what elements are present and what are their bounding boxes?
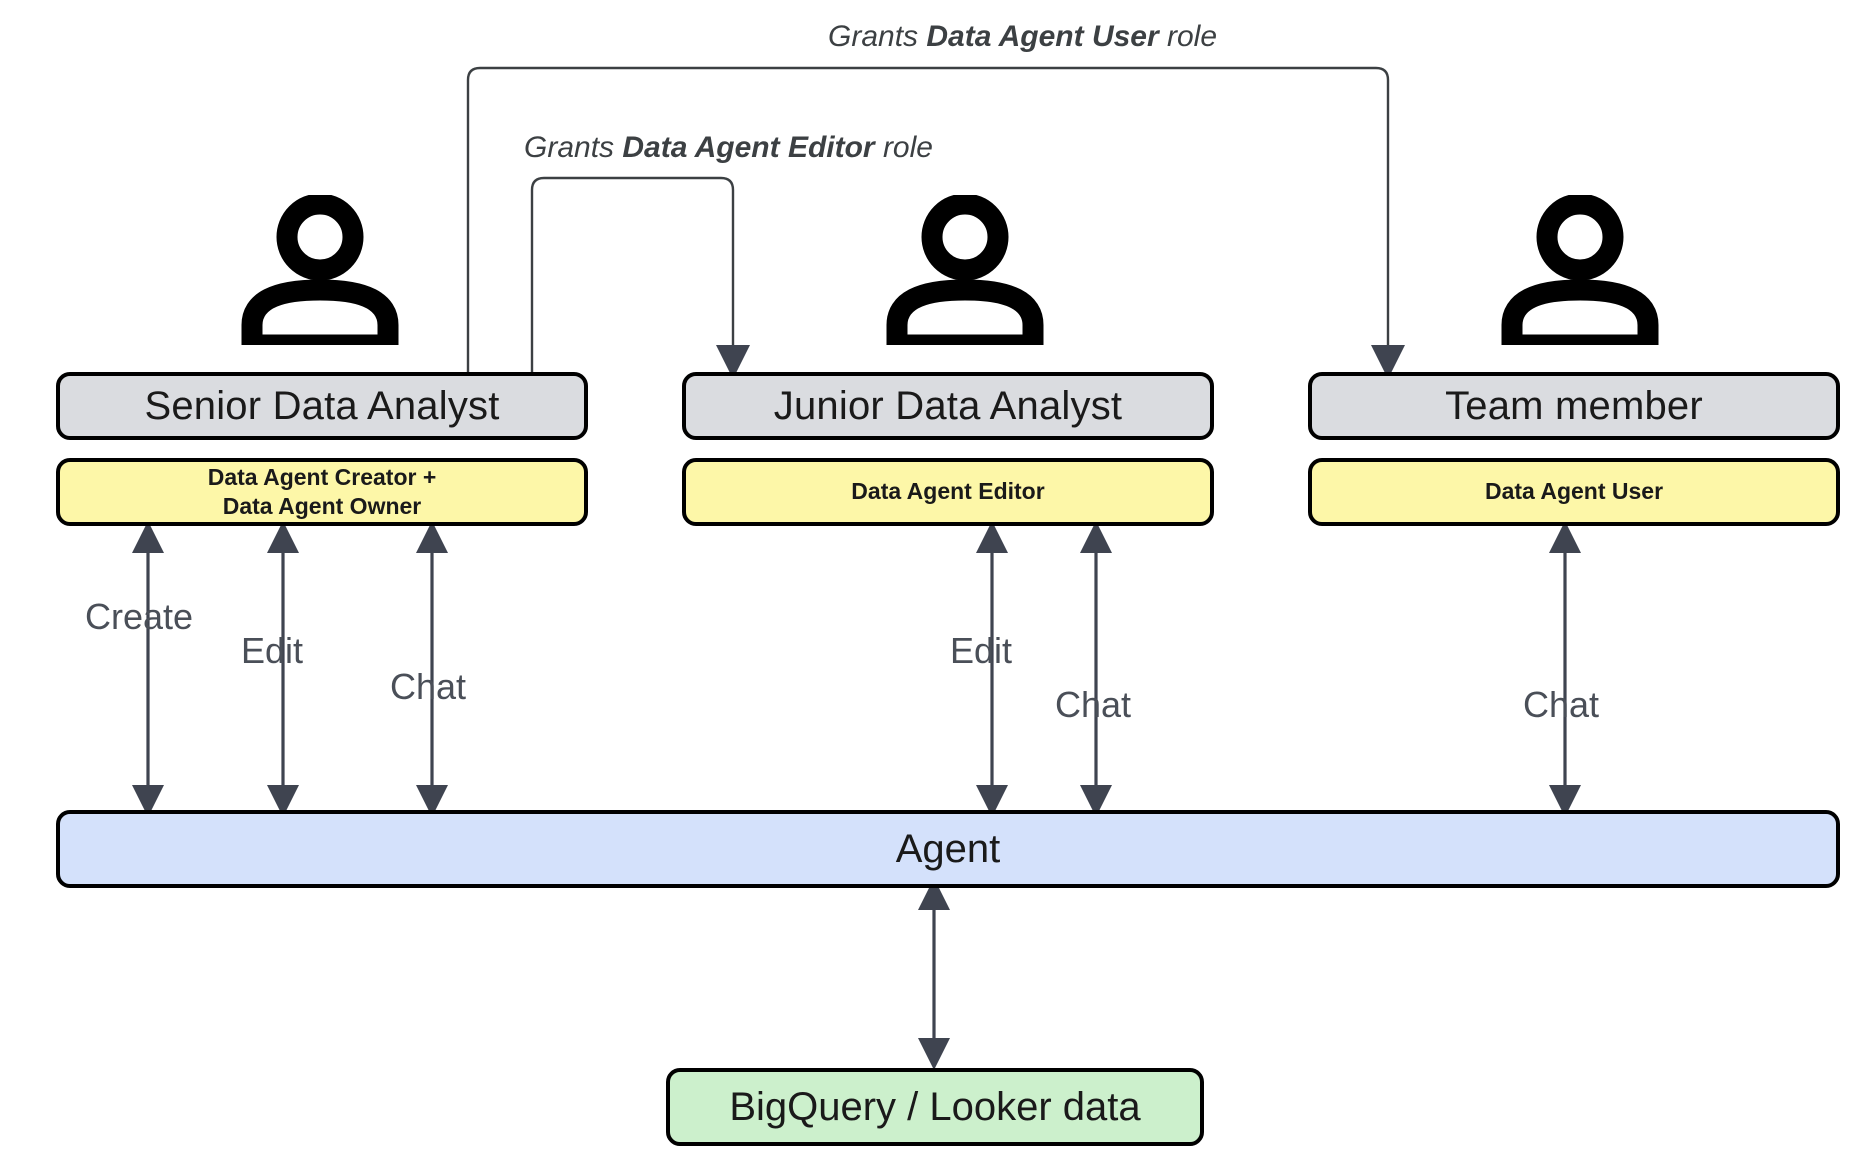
person-icon: [241, 193, 399, 356]
flow-arrow-junior-chat: [1080, 521, 1112, 817]
persona-title-senior-data-analyst[interactable]: Senior Data Analyst: [56, 372, 588, 440]
persona-permission-junior-data-analyst[interactable]: Data Agent Editor: [682, 458, 1214, 526]
data-source-box[interactable]: BigQuery / Looker data: [666, 1068, 1204, 1146]
persona-permission-team-member[interactable]: Data Agent User: [1308, 458, 1840, 526]
grant-editor-emphasis: Data Agent Editor: [622, 131, 875, 164]
persona-title-label: Team member: [1445, 383, 1703, 428]
persona-title-team-member[interactable]: Team member: [1308, 372, 1840, 440]
grant-user-prefix: Grants: [828, 20, 927, 53]
agent-box[interactable]: Agent: [56, 810, 1840, 888]
flow-arrow-agent-data: [918, 878, 950, 1070]
permission-line-1: Data Agent Creator +: [207, 463, 437, 490]
persona-title-label: Senior Data Analyst: [144, 383, 500, 428]
flow-arrow-senior-edit: [267, 521, 299, 817]
permission-line-2: Data Agent Owner: [222, 493, 422, 519]
flow-arrow-senior-chat: [416, 521, 448, 817]
flow-arrow-team-chat: [1549, 521, 1581, 817]
flow-label-junior-edit: Edit: [950, 630, 1013, 671]
persona-title-label: Junior Data Analyst: [773, 383, 1123, 428]
grant-editor-suffix: role: [874, 131, 933, 164]
person-icon: [886, 193, 1044, 356]
grant-label-data-agent-editor: Grants Data Agent Editor role: [524, 131, 933, 165]
persona-title-junior-data-analyst[interactable]: Junior Data Analyst: [682, 372, 1214, 440]
person-icon-team-member: [1500, 193, 1660, 356]
permission-line-1: Data Agent User: [1484, 478, 1664, 505]
person-icon-senior-data-analyst: [240, 193, 400, 356]
connector-grant-data-agent-user: [466, 66, 1405, 379]
flow-label-junior-chat: Chat: [1055, 684, 1132, 725]
grant-user-emphasis: Data Agent User: [926, 20, 1159, 53]
connector-grant-data-agent-editor: [530, 176, 750, 379]
flow-label-senior-create: Create: [85, 596, 194, 637]
flow-label-senior-edit: Edit: [241, 630, 304, 671]
flow-arrow-junior-edit: [976, 521, 1008, 817]
grant-editor-prefix: Grants: [524, 131, 623, 164]
flow-label-senior-chat: Chat: [390, 666, 467, 707]
grant-label-data-agent-user: Grants Data Agent User role: [828, 20, 1217, 54]
grant-user-suffix: role: [1158, 20, 1218, 53]
permission-line-1: Data Agent Editor: [851, 478, 1045, 505]
agent-label: Agent: [895, 826, 1001, 871]
person-icon-junior-data-analyst: [885, 193, 1045, 356]
flow-arrow-senior-create: [132, 521, 164, 817]
flow-label-team-chat: Chat: [1523, 684, 1600, 725]
person-icon: [1501, 193, 1659, 356]
data-source-label: BigQuery / Looker data: [729, 1084, 1141, 1129]
persona-permission-senior-data-analyst[interactable]: Data Agent Creator + Data Agent Owner: [56, 458, 588, 526]
